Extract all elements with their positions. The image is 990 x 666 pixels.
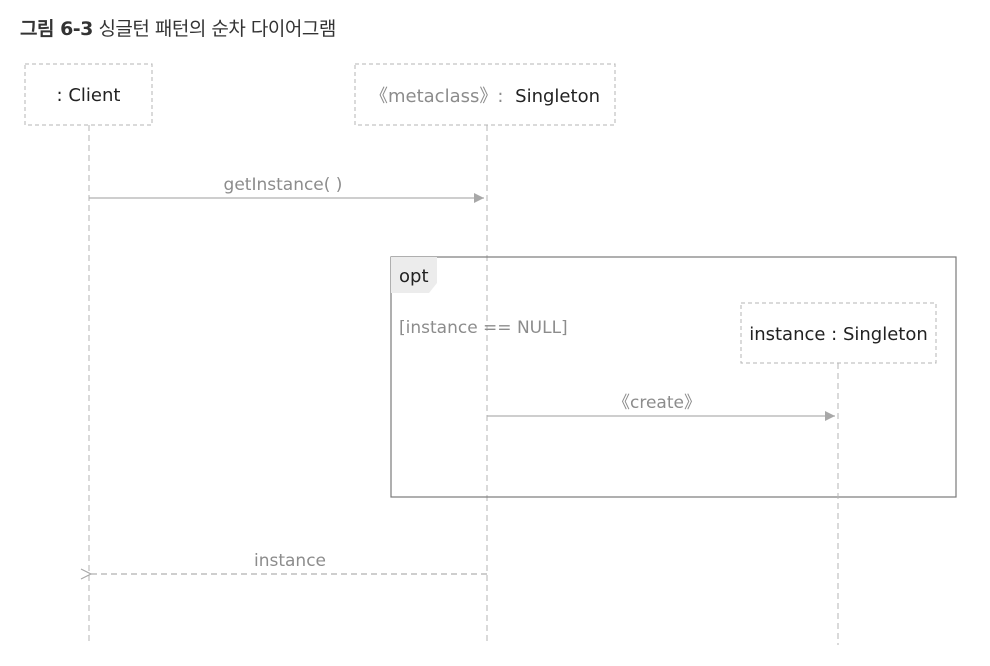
opt-operator-tab (391, 257, 437, 293)
instance-label: instance : Singleton (749, 324, 928, 345)
singleton-name: Singleton (515, 86, 600, 107)
singleton-box (354, 63, 616, 126)
get-instance-label: getInstance( ) (224, 175, 343, 195)
return-instance-label: instance (254, 551, 326, 571)
opt-guard: [instance == NULL] (399, 318, 568, 338)
client-box (24, 63, 153, 126)
client-label: : Client (57, 85, 121, 106)
opt-fragment (390, 256, 957, 498)
figure-caption: 그림 6-3 싱글턴 패턴의 순차 다이어그램 (20, 14, 336, 41)
create-label: 《create》 (613, 393, 701, 413)
singleton-label: 《metaclass》: Singleton (370, 86, 600, 107)
singleton-stereotype: 《metaclass》: (370, 86, 503, 107)
figure-title: 싱글턴 패턴의 순차 다이어그램 (98, 18, 336, 40)
figure-number: 그림 6-3 (20, 18, 93, 40)
opt-operator-label: opt (399, 266, 429, 287)
